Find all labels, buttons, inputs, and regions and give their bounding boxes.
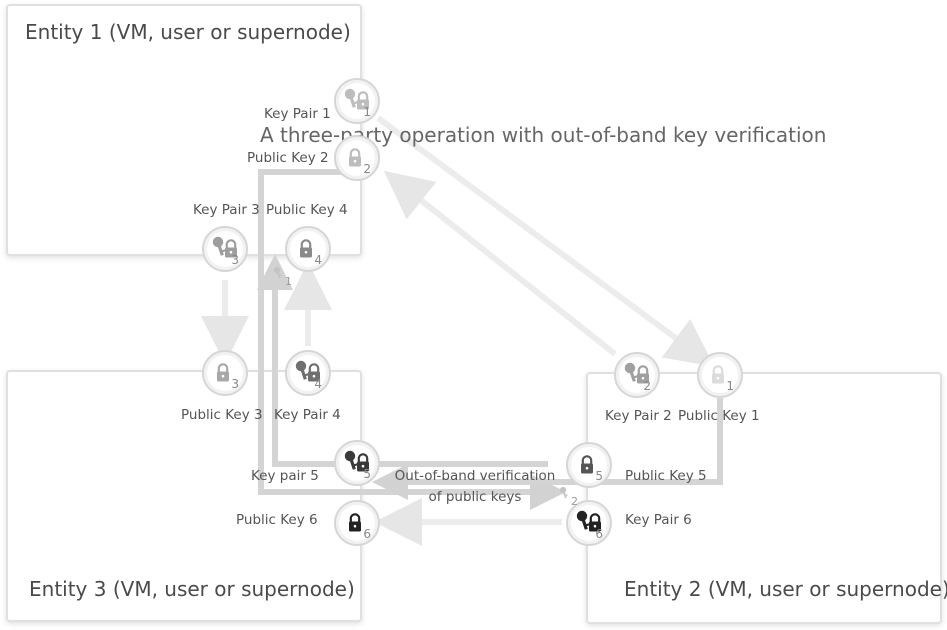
node-number: 3: [231, 377, 239, 391]
floating-key-number: 1: [285, 275, 292, 288]
key-pair-icon: [212, 236, 237, 258]
node-key-pair-4: 4: [285, 350, 331, 396]
verify-path-pk1-kp5: [372, 398, 723, 500]
node-number: 5: [595, 469, 603, 483]
label-key-pair-1: Key Pair 1: [264, 106, 331, 122]
lock-icon: [712, 365, 724, 384]
floating-key-icon-2: 2: [556, 484, 578, 508]
arrow-kp2-to-pk2: [383, 170, 617, 357]
label-key-pair-5: Key pair 5: [251, 468, 319, 484]
entity-3-title: Entity 3 (VM, user or supernode): [29, 577, 355, 601]
floating-key-number: 2: [571, 495, 578, 508]
entity-1-title: Entity 1 (VM, user or supernode): [25, 20, 351, 44]
entity-2-box: [586, 372, 942, 624]
key-icon: [559, 486, 568, 499]
node-number: 2: [363, 162, 371, 176]
entity-2-title: Entity 2 (VM, user or supernode): [624, 577, 947, 601]
node-public-key-2: 2: [334, 135, 380, 181]
node-number: 4: [314, 377, 322, 391]
node-public-key-6: 6: [334, 500, 380, 546]
key-pair-icon: [295, 360, 320, 382]
node-public-key-5: 5: [566, 442, 612, 488]
key-icon: [273, 266, 282, 279]
node-number: 2: [643, 379, 651, 393]
entity-3-box: [6, 370, 362, 622]
lock-icon: [581, 455, 593, 474]
oob-note-line-1: Out-of-band verification: [394, 468, 556, 484]
node-key-pair-1: 1: [334, 78, 380, 124]
label-key-pair-6: Key Pair 6: [625, 512, 692, 528]
label-public-key-2-e1: Public Key 2: [247, 150, 329, 166]
label-key-pair-3: Key Pair 3: [193, 202, 260, 218]
node-public-key-3: 3: [202, 350, 248, 396]
label-public-key-6-e3: Public Key 6: [236, 512, 318, 528]
floating-key-icon-1: 1: [270, 264, 292, 288]
node-number: 3: [231, 253, 239, 267]
node-number: 6: [363, 527, 371, 541]
arrow-kp1-to-pk1: [376, 115, 715, 367]
key-pair-icon: [576, 510, 601, 532]
oob-verification-note: Out-of-band verification of public keys: [390, 466, 560, 508]
node-key-pair-2: 2: [614, 352, 660, 398]
lock-icon: [217, 363, 229, 382]
verify-path-pk2-pk5: [258, 169, 566, 510]
node-public-key-1: 1: [697, 352, 743, 398]
label-public-key-3-e3: Public Key 3: [181, 407, 263, 423]
node-key-pair-6: 6: [566, 500, 612, 546]
node-number: 1: [363, 105, 371, 119]
key-pair-icon: [344, 88, 369, 110]
node-number: 4: [314, 253, 322, 267]
oob-note-line-2: of public keys: [428, 489, 522, 505]
key-pair-icon: [344, 450, 369, 472]
node-key-pair-3: 3: [202, 226, 248, 272]
node-number: 1: [726, 379, 734, 393]
lock-icon: [349, 148, 361, 167]
verify-path-pk5-pk4: [257, 254, 548, 467]
entity-1-box: [6, 4, 362, 256]
key-pair-icon: [624, 362, 649, 384]
label-public-key-5-e2: Public Key 5: [625, 468, 707, 484]
node-number: 5: [363, 467, 371, 481]
label-key-pair-4: Key Pair 4: [274, 407, 341, 423]
node-number: 6: [595, 527, 603, 541]
label-public-key-4-e1: Public Key 4: [266, 202, 348, 218]
lock-icon: [300, 239, 312, 258]
lock-icon: [349, 513, 361, 532]
node-public-key-4: 4: [285, 226, 331, 272]
node-key-pair-5: 5: [334, 440, 380, 486]
label-key-pair-2: Key Pair 2: [605, 408, 672, 424]
label-public-key-1-e2: Public Key 1: [678, 408, 760, 424]
